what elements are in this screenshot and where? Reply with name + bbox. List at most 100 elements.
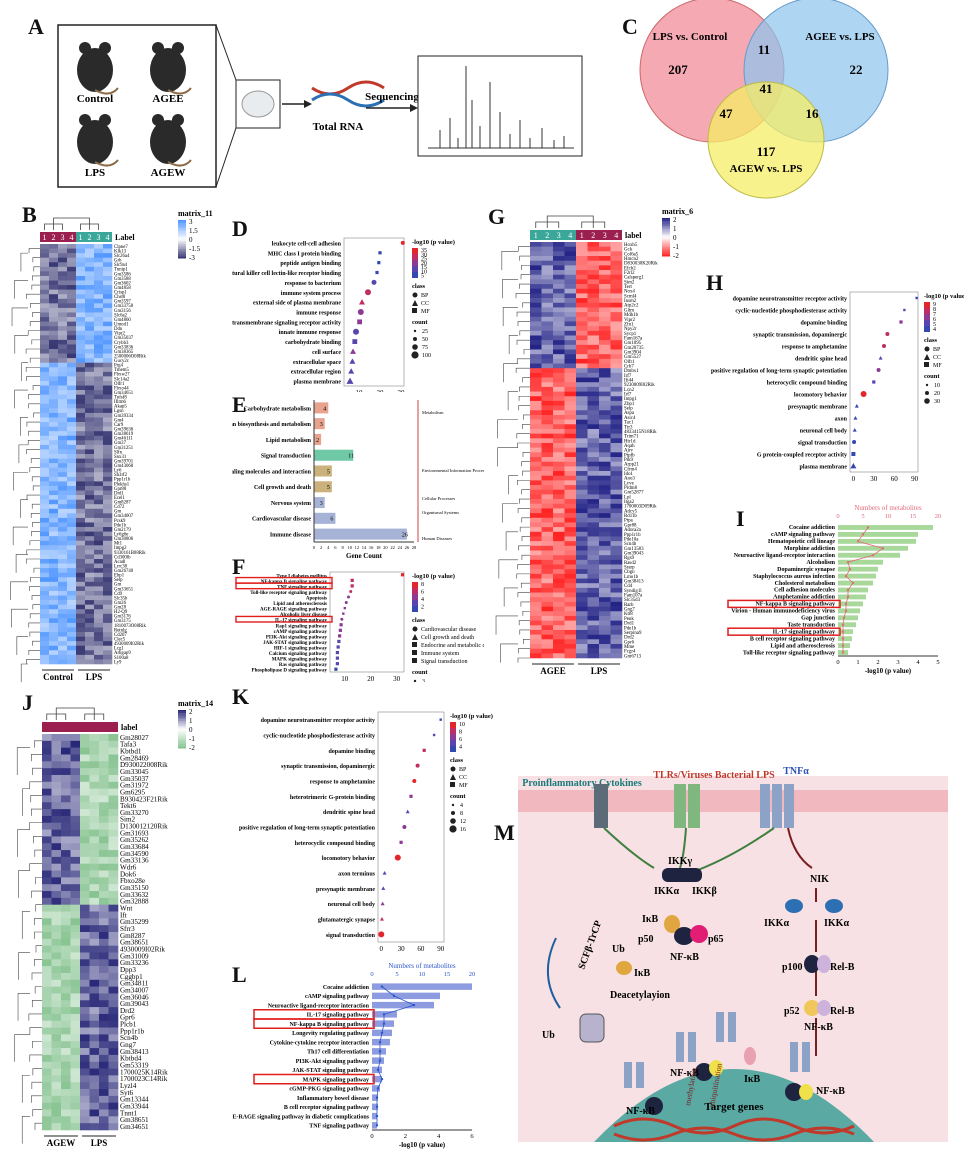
- heatmap-cell: [530, 246, 542, 252]
- heatmap-cell: [553, 564, 565, 570]
- heatmap-cell: [610, 260, 623, 266]
- ub-label: Ub: [612, 944, 625, 955]
- heatmap-cell: [587, 354, 600, 360]
- heatmap-cell: [541, 405, 554, 411]
- gene-label: 4930009I02Rik: [114, 642, 145, 647]
- heatmap-cell: [599, 358, 611, 364]
- class-legend-label: Cardiovascular disease: [421, 627, 476, 633]
- heatmap-cell: [553, 251, 565, 257]
- heatmap-cell: [67, 463, 77, 468]
- heatmap-cell: [587, 302, 600, 308]
- heatmap-cell: [587, 442, 600, 448]
- heatmap-cell: [61, 897, 71, 905]
- heatmap-cell: [80, 1075, 90, 1083]
- term-label: Cholesterol metabolism: [775, 581, 835, 587]
- bar: [838, 545, 908, 551]
- heatmap-cell: [103, 435, 113, 441]
- heatmap-cell: [610, 648, 623, 654]
- heatmap-cell: [541, 256, 554, 261]
- heatmap-cell: [576, 321, 588, 327]
- bar: [838, 608, 860, 614]
- heatmap-cell: [610, 536, 623, 542]
- highlight-box: [253, 1018, 375, 1029]
- heatmap-cell: [576, 288, 588, 294]
- heatmap-cell: [40, 641, 50, 647]
- heatmap-cell: [85, 449, 95, 455]
- gene-label: Gm6295: [120, 788, 145, 796]
- gene-label: Gm39636: [114, 427, 134, 432]
- heatmap-cell: [553, 438, 565, 444]
- heatmap-cell: [58, 253, 68, 258]
- heatmap-cell: [58, 371, 68, 377]
- bar: [838, 622, 856, 628]
- gene-label: Gm26740: [114, 569, 134, 574]
- heatmap-cell: [108, 1054, 119, 1063]
- heatmap-cell: [530, 330, 542, 336]
- legend-swatch: [178, 253, 186, 256]
- heatmap-cell: [599, 569, 611, 575]
- heatmap-cell: [85, 568, 95, 573]
- heatmap-cell: [42, 972, 52, 981]
- gene-label: Srarp: [624, 565, 635, 570]
- heatmap-cell: [564, 597, 577, 603]
- row-dendrogram: [14, 740, 42, 1144]
- heatmap-cell: [530, 527, 542, 533]
- heatmap-cell: [70, 774, 81, 783]
- heatmap-cell: [103, 262, 113, 268]
- heatmap-cell: [42, 1041, 52, 1049]
- term-label: neuronal cell body: [328, 902, 375, 908]
- heatmap-cell: [610, 442, 623, 448]
- heatmap-cell: [85, 271, 95, 277]
- heatmap-cell: [587, 499, 600, 505]
- dot-mark: [335, 662, 339, 666]
- bar: [372, 1122, 377, 1129]
- heatmap-cell: [40, 353, 50, 359]
- dot-mark: [409, 794, 413, 798]
- heatmap-cell: [610, 340, 623, 346]
- heatmap-cell: [49, 417, 59, 423]
- color-legend-swatch: [412, 266, 418, 272]
- gene-label: Lgsn: [114, 409, 124, 414]
- line-point: [382, 1022, 386, 1025]
- heatmap-cell: [541, 522, 554, 528]
- class-legend-shape: [412, 658, 417, 663]
- class-legend-shape: [412, 300, 418, 306]
- heatmap-cell: [610, 414, 623, 420]
- heatmap-cell: [530, 279, 542, 285]
- gene-label: Crisp1: [114, 291, 127, 296]
- line-point: [861, 533, 865, 536]
- heatmap-cell: [553, 270, 565, 276]
- heatmap-cell: [576, 485, 588, 491]
- heatmap-cell: [103, 248, 113, 254]
- heatmap-cell: [76, 330, 86, 336]
- heatmap-cell: [94, 618, 104, 624]
- heatmap-cell: [541, 288, 554, 294]
- heatmap-cell: [576, 550, 588, 556]
- heatmap-cell: [51, 843, 62, 851]
- heatmap-cell: [599, 363, 611, 369]
- heatmap-cell: [94, 527, 104, 532]
- heatmap-cell: [530, 489, 542, 495]
- heatmap-cell: [40, 312, 50, 318]
- gene-label: Mme: [624, 645, 634, 650]
- gene-label: Ppp1r1b: [120, 1027, 145, 1035]
- heatmap-cell: [108, 1095, 119, 1103]
- heatmap-cell: [85, 248, 95, 254]
- heatmap-cell: [49, 403, 59, 409]
- heatmap-cell: [76, 613, 86, 619]
- heatmap-cell: [530, 428, 542, 434]
- heatmap-cell: [85, 472, 95, 478]
- gene-label: Slc14a2: [114, 377, 130, 382]
- heatmap-cell: [576, 354, 588, 360]
- heatmap-cell: [610, 634, 623, 640]
- heatmap-cell: [530, 265, 542, 271]
- heatmap-cell: [61, 1020, 71, 1028]
- gene-label: Gm39043: [120, 1000, 149, 1008]
- heatmap-cell: [85, 463, 95, 468]
- plot-frame: [329, 571, 405, 673]
- legend-tick: 0: [673, 234, 677, 242]
- heatmap-cell: [80, 1089, 90, 1097]
- heatmap-cell: [49, 508, 59, 514]
- heatmap-cell: [553, 428, 565, 434]
- heatmap-cell: [599, 344, 611, 350]
